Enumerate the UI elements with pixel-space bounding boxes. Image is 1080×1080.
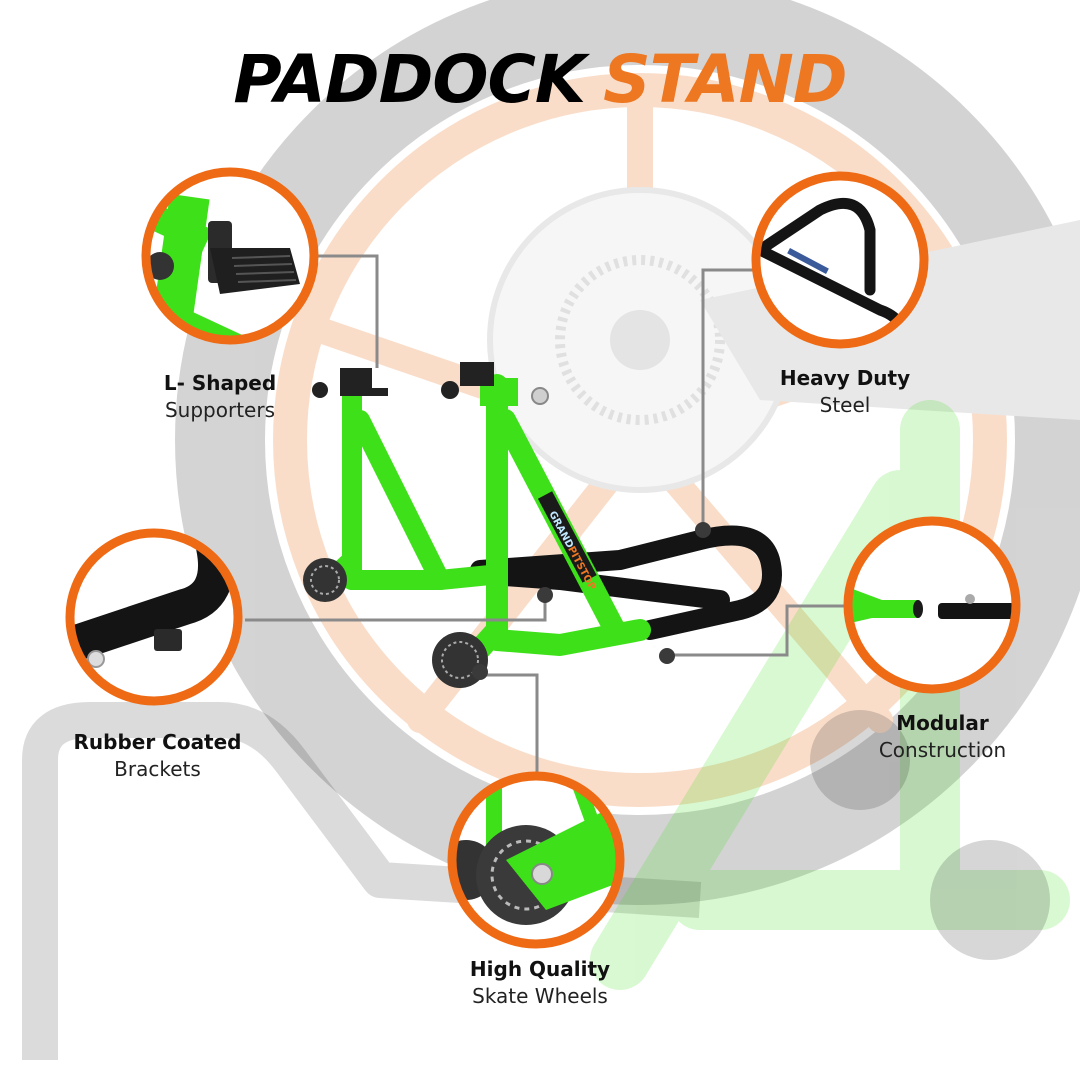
- feature-subtitle: Skate Wheels: [472, 984, 608, 1008]
- anchor-dot-heavy-duty: [695, 522, 711, 538]
- feature-subtitle: Construction: [878, 738, 1007, 762]
- callout-circle-l-shaped-supporters: [141, 167, 319, 345]
- feature-label-skate-wheels: High Quality Skate Wheels: [440, 956, 640, 1010]
- feature-label-modular-construction: Modular Construction: [850, 710, 1035, 764]
- feature-title: L- Shaped: [163, 371, 277, 395]
- feature-title: Modular: [896, 711, 989, 735]
- connector-l-shaped: [315, 254, 379, 368]
- feature-subtitle: Brackets: [114, 757, 201, 781]
- connector-modular: [667, 604, 848, 657]
- callout-circle-modular-construction: [843, 516, 1021, 694]
- feature-label-heavy-duty-steel: Heavy Duty Steel: [750, 365, 940, 419]
- feature-subtitle: Steel: [819, 393, 871, 417]
- connector-skate-wheels: [482, 673, 539, 775]
- connector-heavy-duty: [701, 268, 760, 530]
- callout-circle-heavy-duty-steel: [751, 171, 929, 349]
- feature-title: High Quality: [469, 957, 611, 981]
- anchor-dot-rubber-coated: [537, 587, 553, 603]
- feature-title: Heavy Duty: [779, 366, 911, 390]
- callout-circle-rubber-coated-brackets: [65, 528, 243, 706]
- anchor-dot-modular: [659, 648, 675, 664]
- callout-circle-skate-wheels: [447, 771, 625, 949]
- anchor-dot-skate-wheels: [472, 664, 488, 680]
- feature-label-rubber-coated-brackets: Rubber Coated Brackets: [50, 729, 265, 783]
- title-word-paddock: PADDOCK: [233, 41, 586, 118]
- feature-title: Rubber Coated: [73, 730, 242, 754]
- title-word-stand: STAND: [603, 41, 848, 118]
- connector-rubber-coated: [245, 597, 547, 622]
- feature-label-l-shaped-supporters: L- Shaped Supporters: [130, 370, 310, 424]
- feature-subtitle: Supporters: [164, 398, 275, 422]
